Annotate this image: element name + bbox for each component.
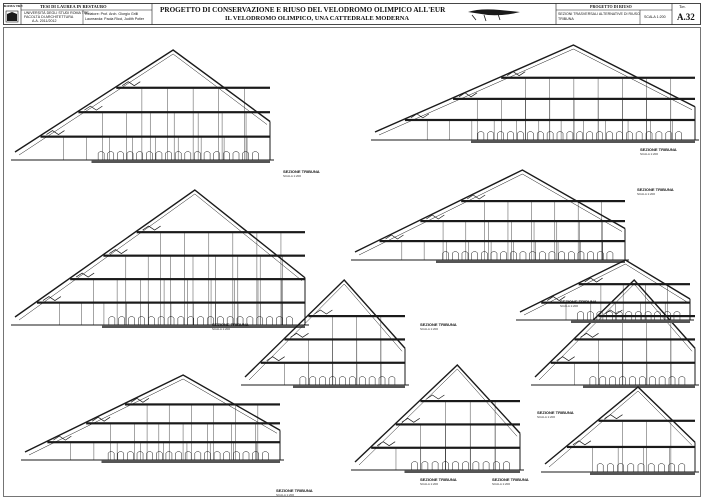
section-drawing-10 — [516, 259, 694, 323]
drawing-desc-2: TRIBUNA — [558, 17, 574, 21]
sheet-label: Tav. — [679, 4, 686, 9]
section-drawing-8 — [351, 364, 524, 473]
section-label-7: SEZIONE TRIBUNA — [276, 488, 313, 493]
project-title-1: PROGETTO DI CONSERVAZIONE E RIUSO DEL VE… — [160, 6, 446, 14]
people-line-2: Laureanda: Paola Ricci, Judith Potier — [85, 17, 145, 21]
section-label-2: SEZIONE TRIBUNA — [640, 147, 677, 152]
section-label-8: SEZIONE TRIBUNA — [537, 410, 574, 415]
section-drawing-5 — [241, 278, 409, 388]
section-scale-3: SCALA 1:200 — [212, 327, 231, 331]
university-line-1: UNIVERSITÀ DEGLI STUDI ROMA TRE — [24, 11, 89, 15]
section-scale-9: SCALA 1:200 — [492, 482, 511, 486]
section-scale-4: SCALA 1:200 — [637, 192, 656, 196]
velodrome-sketch-icon — [468, 9, 520, 22]
section-label-5: SEZIONE TRIBUNA — [420, 322, 457, 327]
title-block: ROMA TRE TESI DI LAUREA IN RESTAURO UNIV… — [0, 0, 705, 26]
phase-label: PROGETTO DI RIUSO — [590, 4, 632, 9]
section-scale-6: SCALA 1:200 — [560, 304, 579, 308]
university-line-2: FACOLTÀ DI ARCHITETTURA — [24, 15, 74, 19]
university-logo-icon — [5, 10, 19, 23]
logo-text: ROMA TRE — [4, 4, 23, 8]
section-scale-1: SCALA 1:200 — [283, 174, 302, 178]
section-drawing-3 — [11, 189, 309, 328]
section-scale-8: SCALA 1:200 — [537, 415, 556, 419]
section-drawing-1 — [11, 49, 274, 163]
section-label-4: SEZIONE TRIBUNA — [637, 187, 674, 192]
people-line-1: Relatore: Prof. Arch. Giorgio Grilli — [85, 12, 139, 16]
section-scale-7: SCALA 1:200 — [276, 493, 295, 497]
section-drawing-6 — [531, 278, 699, 388]
section-label-10: SEZIONE TRIBUNA — [420, 477, 457, 482]
drawing-desc-1: SEZIONI TRASVERSALI ALTERNATIVE DI RIUSO — [558, 12, 640, 16]
section-label-1: SEZIONE TRIBUNA — [283, 169, 320, 174]
section-scale-2: SCALA 1:200 — [640, 152, 659, 156]
section-label-6: SEZIONE TRIBUNA — [560, 299, 597, 304]
thesis-label: TESI DI LAUREA IN RESTAURO — [40, 4, 107, 9]
section-drawing-9 — [541, 386, 699, 475]
university-line-3: A.A. 2011/2012 — [32, 19, 57, 23]
section-scale-5: SCALA 1:200 — [420, 327, 439, 331]
title-block-frame — [3, 3, 701, 25]
section-drawing-2 — [371, 44, 699, 143]
section-label-9: SEZIONE TRIBUNA — [492, 477, 529, 482]
scale-label: SCALA 1:200 — [644, 15, 666, 19]
section-drawing-4 — [351, 169, 629, 263]
section-scale-10: SCALA 1:200 — [420, 482, 439, 486]
section-label-3: SEZIONE TRIBUNA — [212, 322, 249, 327]
project-title-2: IL VELODROMO OLIMPICO, UNA CATTEDRALE MO… — [225, 15, 410, 22]
section-drawing-7 — [21, 374, 284, 463]
sheet-number: A.32 — [677, 12, 695, 22]
